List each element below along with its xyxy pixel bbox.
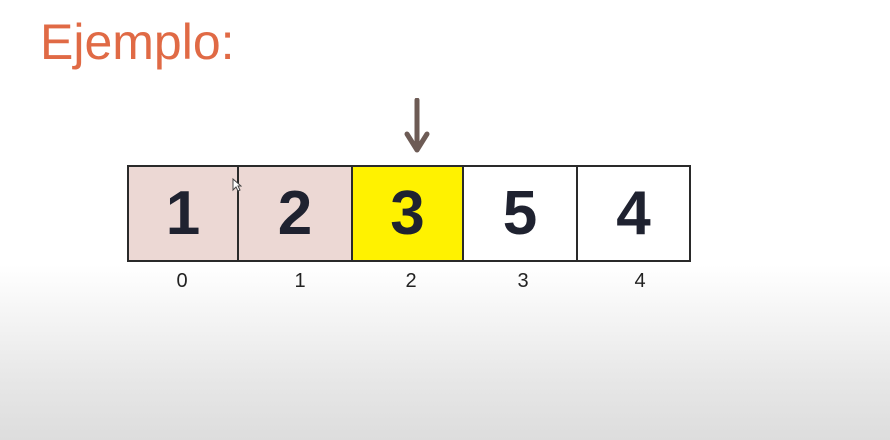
array-cell-value: 1 [165,179,201,248]
array-cell-value: 2 [277,179,313,248]
array-index-label: 0 [176,270,188,292]
array-index-label: 3 [517,270,529,292]
array-cell-value: 5 [502,179,538,248]
mouse-pointer-icon [232,178,242,192]
array-cell-1: 2 [239,167,353,260]
array-cell-value: 4 [616,179,651,248]
array-cell-3: 5 [464,167,578,260]
array-index-label: 1 [294,270,306,292]
array-cell-2: 3 [353,167,464,260]
array-cell-value: 3 [390,179,425,248]
array-index-label: 4 [634,270,646,292]
array-cell-4: 4 [578,167,691,260]
array-cells: 1 2 3 5 4 [127,165,691,262]
array-cell-0: 1 [129,167,239,260]
down-arrow-icon [404,98,430,153]
slide-title: Ejemplo: [40,14,235,70]
array-index-label: 2 [405,270,417,292]
